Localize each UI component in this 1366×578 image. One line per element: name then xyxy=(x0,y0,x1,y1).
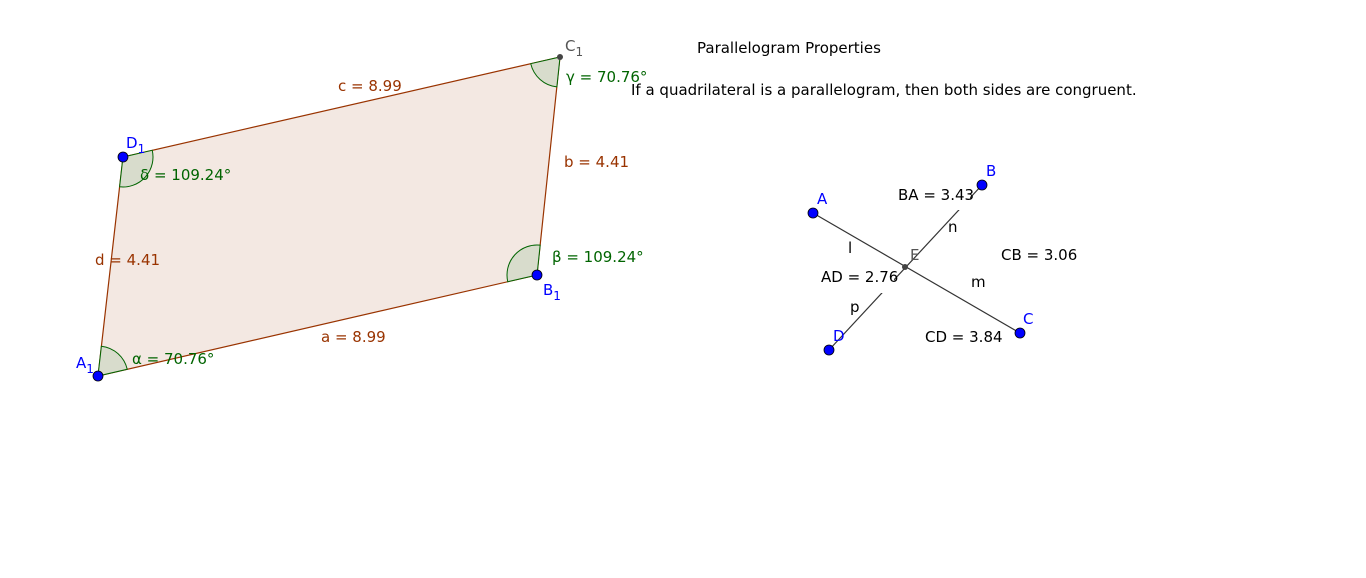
point-d-label: D xyxy=(833,327,845,345)
segment-ac[interactable] xyxy=(812,212,1021,334)
point-d[interactable] xyxy=(823,344,835,356)
angle-gamma-label: γ = 70.76° xyxy=(566,68,647,86)
segment-l-label: l xyxy=(848,239,852,257)
point-d1-label: D1 xyxy=(126,134,145,156)
point-e-label: E xyxy=(910,246,919,264)
side-c-label: c = 8.99 xyxy=(338,77,402,95)
page-title: Parallelogram Properties xyxy=(697,39,881,57)
angle-beta-label: β = 109.24° xyxy=(552,248,644,266)
point-c-label: C xyxy=(1023,310,1033,328)
point-a[interactable] xyxy=(807,207,819,219)
angle-gamma-arc[interactable] xyxy=(530,56,561,88)
point-b1[interactable] xyxy=(531,269,543,281)
side-b-label: b = 4.41 xyxy=(564,153,629,171)
length-ba-label: BA = 3.43 xyxy=(898,186,974,204)
theorem-statement: If a quadrilateral is a parallelogram, t… xyxy=(631,81,1137,99)
point-d1[interactable] xyxy=(117,151,129,163)
angle-alpha-label: α = 70.76° xyxy=(132,350,214,368)
segment-m-label: m xyxy=(971,273,986,291)
angle-delta-arc[interactable] xyxy=(119,149,154,188)
point-c1[interactable] xyxy=(557,54,563,60)
point-a1-label: A1 xyxy=(76,354,94,376)
angle-beta-arc[interactable] xyxy=(506,244,541,283)
point-c1-label: C1 xyxy=(565,37,583,59)
segment-p-label: p xyxy=(850,298,860,316)
point-b-label: B xyxy=(986,162,996,180)
length-ad-label: AD = 2.76 xyxy=(821,268,898,286)
parallelogram xyxy=(97,56,561,377)
side-d-label: d = 4.41 xyxy=(95,251,160,269)
length-cd-label: CD = 3.84 xyxy=(925,328,1003,346)
angle-delta-label: δ = 109.24° xyxy=(140,166,231,184)
point-a-label: A xyxy=(817,190,828,208)
angle-alpha-arc[interactable] xyxy=(97,345,128,377)
point-a1[interactable] xyxy=(92,370,104,382)
point-b1-label: B1 xyxy=(543,281,561,303)
point-c[interactable] xyxy=(1014,327,1026,339)
point-b[interactable] xyxy=(976,179,988,191)
side-a-label: a = 8.99 xyxy=(321,328,386,346)
length-cb-label: CB = 3.06 xyxy=(1001,246,1077,264)
point-e[interactable] xyxy=(902,264,908,270)
segment-n-label: n xyxy=(948,218,958,236)
